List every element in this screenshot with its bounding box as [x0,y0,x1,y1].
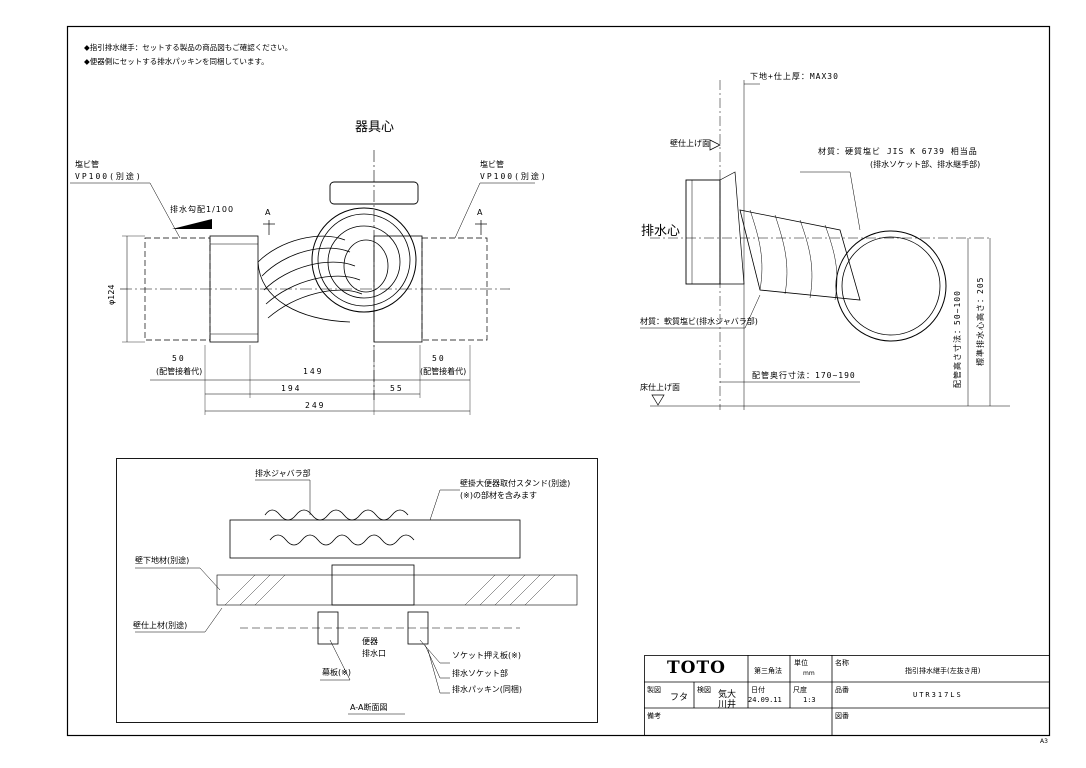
date-label: 日付 [751,686,765,694]
socket-material-note: (排水ソケット部、排水継手部) [870,160,981,169]
unit-value: mm [803,670,815,677]
outlet-label: 便器 排水口 [362,637,386,658]
dim-left-allowance-note: (配管接着代) [156,367,203,376]
checked-label: 検図 [697,686,711,694]
sheet-size: A3 [1040,738,1048,745]
section-view [116,458,598,723]
name-label: 名称 [835,659,849,667]
wall-base-label: 壁下地材(別途) [135,556,190,565]
section-title: A-A断面図 [350,703,388,712]
dim-149: 149 [303,367,324,376]
pipe-left-name: 塩ビ管 [75,160,99,169]
bellows-material-label: 材質：軟質塩ビ(排水ジャバラ部) [640,317,758,326]
standard-height-label: 標準排水心高さ：205 [976,276,985,366]
diameter-label: φ124 [107,284,116,305]
stand-note: (※)の部材を含みます [460,491,537,500]
curtain-plate-label: 幕板(※) [322,668,351,677]
title-block [644,655,1050,736]
section-mark-right: A [477,208,483,217]
packing-label: 排水パッキン(同梱) [452,685,523,694]
scale-value: 1:3 [803,696,816,704]
note-1: ◆指引排水継手：セットする製品の商品図もご確認ください。 [84,43,293,52]
part-number: UTR317LS [913,691,963,699]
projection: 第三角法 [754,667,782,675]
wall-finish-label: 壁仕上げ面 [670,139,710,148]
section-mark-left: A [265,208,271,217]
wall-finish-material-label: 壁仕上材(別途) [133,621,188,630]
dim-left-allowance: 50 [172,354,186,363]
dim-194: 194 [281,384,302,393]
dim-55: 55 [390,384,404,393]
note-2: ◆便器側にセットする排水パッキンを同梱しています。 [84,57,269,66]
center-label: 器具心 [355,120,395,135]
base-thickness-label: 下地+仕上厚：MAX30 [750,72,839,81]
part-label: 品番 [835,686,849,694]
pipe-right-spec: VP100(別途) [480,172,548,181]
dim-right-allowance: 50 [432,354,446,363]
pipe-right-name: 塩ビ管 [480,160,504,169]
dim-right-allowance-note: (配管接着代) [420,367,467,376]
drain-center-label: 排水心 [641,224,681,239]
dim-249: 249 [305,401,326,410]
side-view [640,80,1010,410]
socket-plate-label: ソケット押え板(※) [452,651,521,660]
pipe-left-spec: VP100(別途) [75,172,143,181]
checked-value: 気大川井 [718,690,737,710]
piping-height-label: 配管高さ寸法：50~100 [953,290,962,388]
socket-material-label: 材質：硬質塩ビ JIS K 6739 相当品 [818,147,978,156]
date-value: 24.09.11 [748,696,782,704]
unit-label: 単位 [794,659,808,667]
drafted-label: 製図 [647,686,661,694]
stand-label: 壁掛大便器取付スタンド(別途) [460,479,571,488]
socket-label: 排水ソケット部 [452,669,508,678]
slope-label: 排水勾配1/100 [170,205,235,214]
name-value: 指引排水継手(左抜き用) [905,667,981,675]
brand-logo: TOTO [667,658,726,678]
top-view [70,150,535,415]
scale-label: 尺度 [793,686,807,694]
drafted-value: フタ [670,693,689,703]
bellows-label: 排水ジャバラ部 [255,469,311,478]
depth-dim-label: 配管奥行寸法：170~190 [752,371,856,380]
drawing-no-label: 図番 [835,712,849,720]
remarks-label: 備考 [647,712,661,720]
floor-finish-label: 床仕上げ面 [640,383,680,392]
